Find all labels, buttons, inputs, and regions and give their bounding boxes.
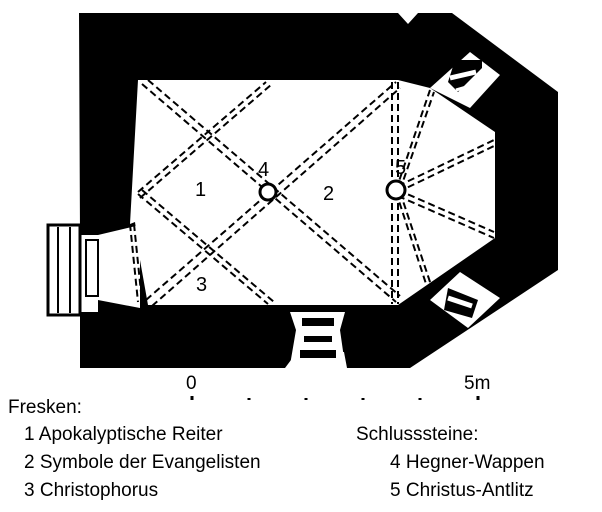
scale-bar xyxy=(190,396,480,400)
scale-start-label: 0 xyxy=(186,373,197,394)
fresco-item-1: 1 Apokalyptische Reiter xyxy=(24,424,223,445)
west-window xyxy=(98,225,140,308)
keystone-number-4: 4 xyxy=(258,159,270,181)
keystone-4 xyxy=(258,182,278,202)
west-portal xyxy=(46,223,82,317)
window-south xyxy=(290,312,345,365)
interior-room xyxy=(130,80,495,305)
window-northeast xyxy=(430,52,500,108)
fresco-item-2: 2 Symbole der Evangelisten xyxy=(24,452,261,473)
window-southeast xyxy=(430,272,500,328)
vault-ribs xyxy=(129,79,495,307)
room-number-2: 2 xyxy=(323,183,335,205)
floor-plan xyxy=(46,13,558,400)
keystone-item-4: 4 Hegner-Wappen xyxy=(390,452,545,473)
keystone-number-5: 5 xyxy=(395,157,407,179)
keystones-title: Schlusssteine: xyxy=(356,424,479,445)
fresco-item-3: 3 Christophorus xyxy=(24,480,159,501)
room-number-3: 3 xyxy=(196,274,208,296)
scale-end-label: 5m xyxy=(464,373,491,394)
keystone-item-5: 5 Christus-Antlitz xyxy=(390,480,534,501)
room-number-1: 1 xyxy=(195,179,207,201)
frescoes-title: Fresken: xyxy=(8,397,82,418)
keystone-5 xyxy=(385,179,407,201)
